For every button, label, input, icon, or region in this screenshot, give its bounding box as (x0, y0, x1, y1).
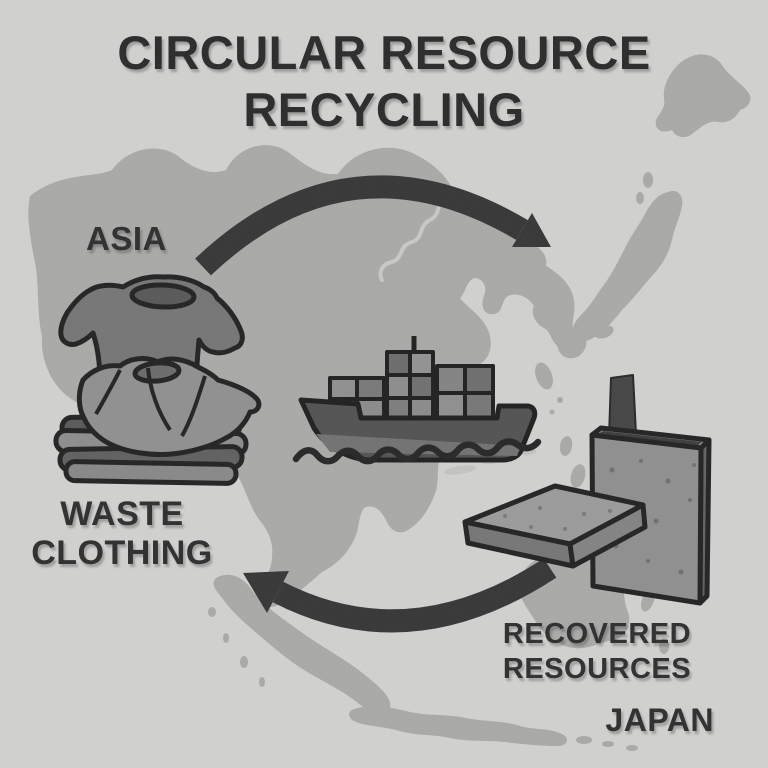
waste-clothing-label: WASTE CLOTHING (6, 495, 238, 573)
recovered-resources-line2: RESOURCES (502, 653, 692, 685)
waste-clothing-line2: CLOTHING (31, 534, 213, 572)
container (355, 376, 386, 401)
container (328, 376, 359, 401)
recovered-resources-label: RECOVERED RESOURCES (480, 617, 714, 687)
tshirt-front-collar (132, 360, 182, 384)
container (408, 373, 435, 400)
map-islet (636, 192, 644, 204)
asia-label: ASIA (86, 220, 167, 257)
map-islet (223, 633, 229, 643)
waste-clothing-line1: WASTE (60, 495, 184, 533)
folded-layer (63, 459, 239, 486)
japan-label: JAPAN (605, 702, 714, 738)
map-islet (259, 677, 265, 687)
tshirt-back-collar (129, 282, 197, 310)
map-islet (626, 745, 638, 751)
page-title: CIRCULAR RESOURCE RECYCLING (0, 24, 768, 138)
map-islet (602, 741, 614, 747)
map-islet (643, 172, 653, 188)
page-title-line2: RECYCLING (243, 83, 525, 136)
map-islet (549, 409, 555, 415)
container (385, 350, 412, 377)
container (408, 350, 435, 377)
container (435, 364, 467, 395)
container (385, 373, 412, 400)
map-islet (240, 656, 248, 668)
map-islet (557, 397, 563, 403)
page-title-line1: CIRCULAR RESOURCE (117, 26, 651, 79)
container (463, 364, 495, 395)
map-islet (208, 607, 216, 617)
recovered-resources-line1: RECOVERED (502, 618, 692, 650)
